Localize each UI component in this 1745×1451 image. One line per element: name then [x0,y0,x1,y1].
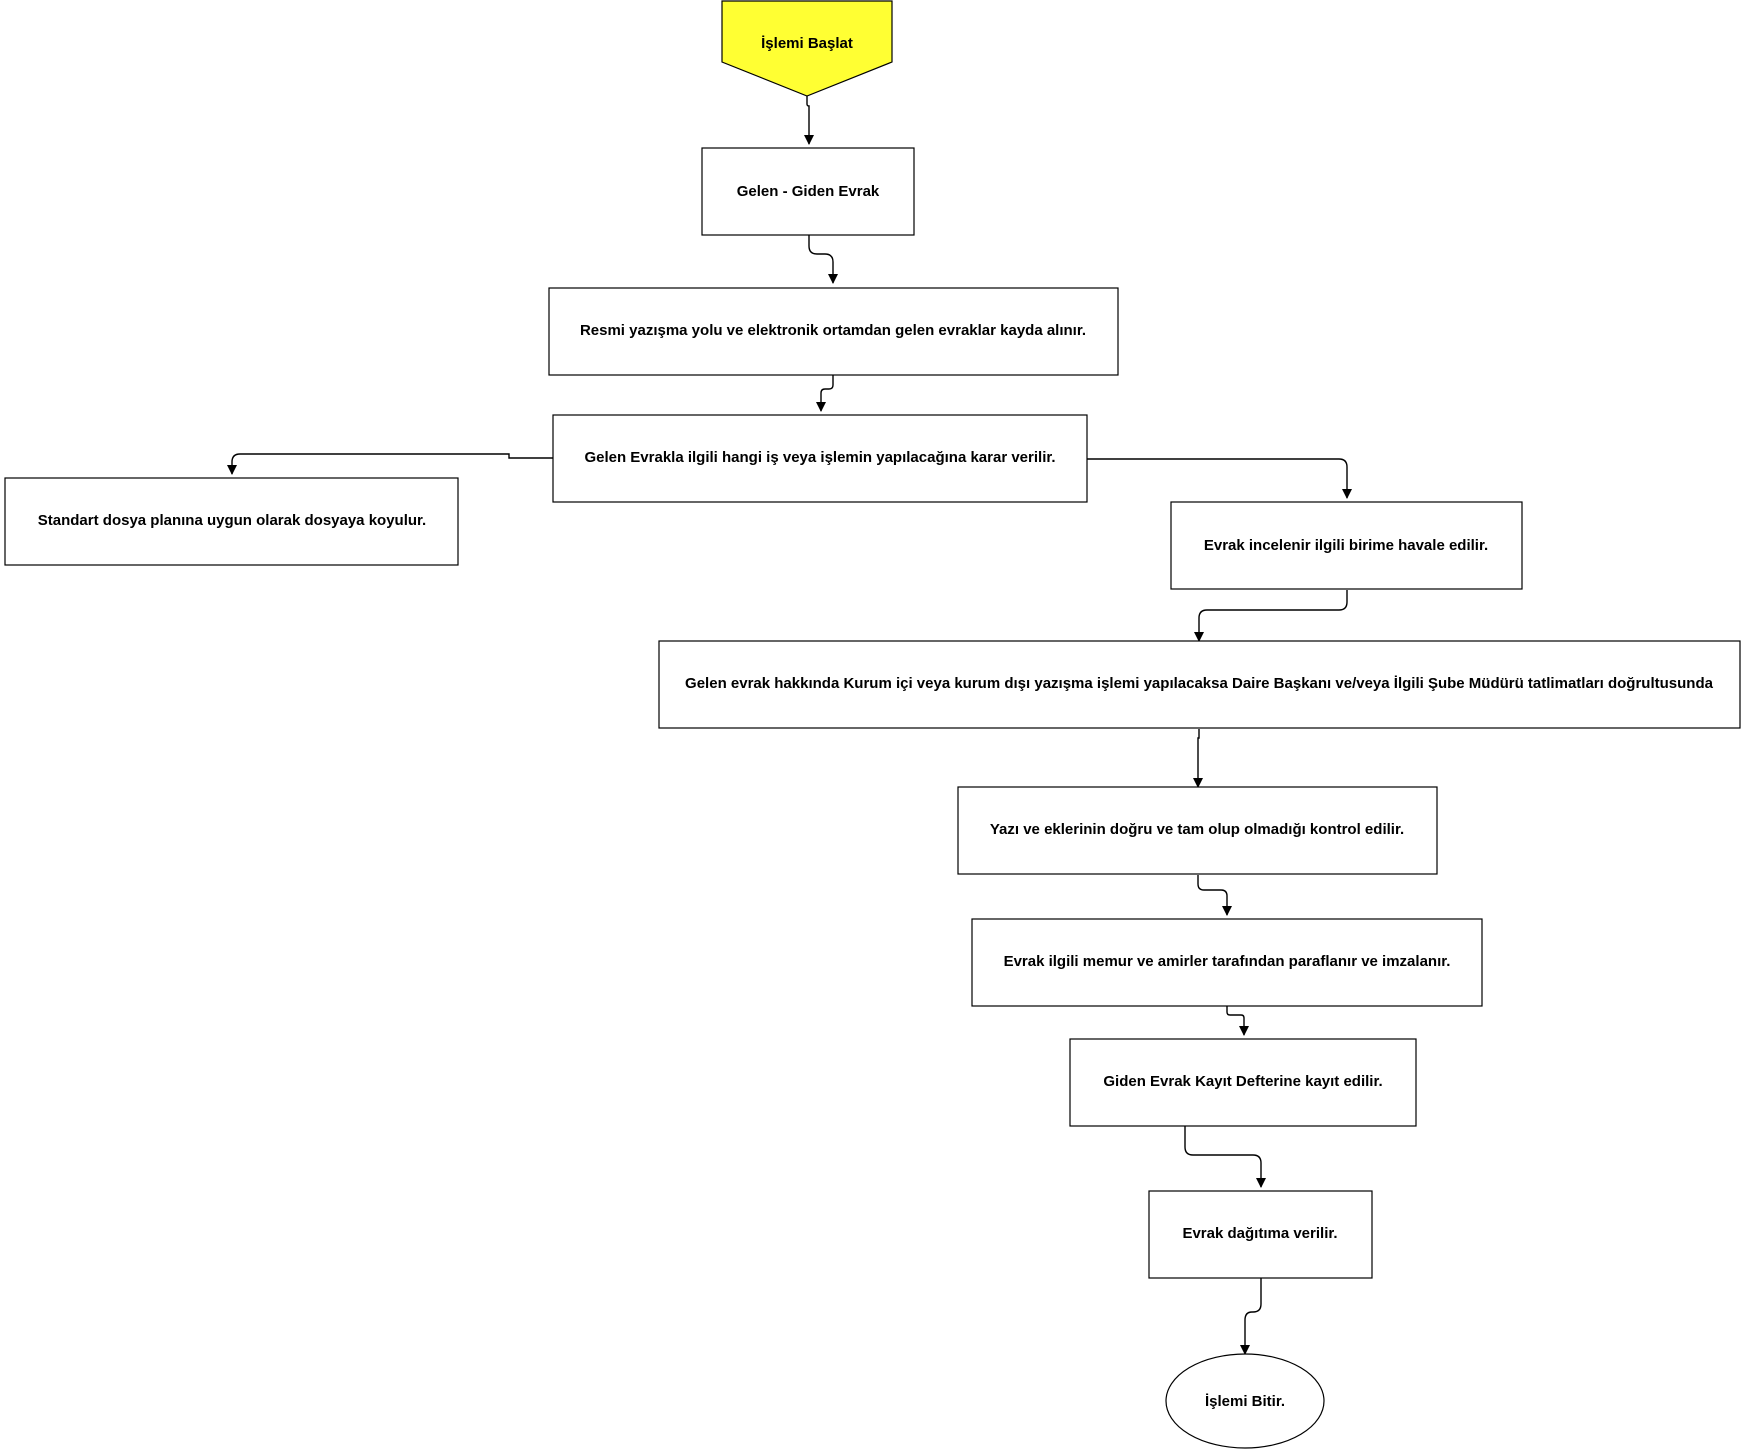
process-box [658,640,1741,729]
process-label: Gelen evrak hakkında Kurum içi veya kuru… [685,675,1714,692]
process-kayda-alinir[interactable]: Resmi yazışma yolu ve elektronik ortamda… [548,287,1119,376]
process-label: Gelen Evrakla ilgili hangi iş veya işlem… [584,449,1055,466]
connector-dagitim-to-end [1240,1278,1262,1355]
start-node[interactable]: İşlemi Başlat [721,0,893,97]
process-box [548,287,1119,376]
process-label: Yazı ve eklerinin doğru ve tam olup olma… [990,821,1404,838]
process-label: Evrak incelenir ilgili birime havale edi… [1204,537,1488,554]
connector-kontrol-to-paraf [1197,875,1232,916]
process-label: Resmi yazışma yolu ve elektronik ortamda… [580,322,1086,339]
process-gelen-giden[interactable]: Gelen - Giden Evrak [701,147,915,236]
process-kontrol[interactable]: Yazı ve eklerinin doğru ve tam olup olma… [957,786,1438,875]
process-giden-kayit[interactable]: Giden Evrak Kayıt Defterine kayıt edilir… [1069,1038,1417,1127]
end-shape [1165,1353,1325,1449]
process-box [1170,501,1523,590]
process-label: Gelen - Giden Evrak [737,183,880,200]
process-dosyaya[interactable]: Standart dosya planına uygun olarak dosy… [4,477,459,566]
connector-start-to-gelen-giden [804,96,814,145]
process-karar[interactable]: Gelen Evrakla ilgili hangi iş veya işlem… [552,414,1088,503]
connector-paraf-to-giden-kayit [1226,1006,1249,1036]
process-label: Giden Evrak Kayıt Defterine kayıt edilir… [1103,1073,1382,1090]
process-box [701,147,915,236]
connector-havale-to-yazisma [1194,590,1348,642]
connector-karar-to-havale [1087,458,1352,499]
end-node[interactable]: İşlemi Bitir. [1165,1353,1325,1449]
process-havale[interactable]: Evrak incelenir ilgili birime havale edi… [1170,501,1523,590]
process-box [957,786,1438,875]
process-box [4,477,459,566]
connector-kayda-to-karar [816,375,834,412]
connector-giden-kayit-to-dagitim [1184,1126,1266,1188]
process-box [1069,1038,1417,1127]
connector-yazisma-to-kontrol [1193,729,1203,788]
process-box [552,414,1088,503]
connector-karar-to-dosyaya [227,453,553,475]
start-shape [721,0,893,97]
process-label: Evrak dağıtıma verilir. [1182,1225,1337,1242]
process-label: Evrak ilgili memur ve amirler tarafından… [1004,953,1451,970]
process-box [971,918,1483,1007]
process-yazisma[interactable]: Gelen evrak hakkında Kurum içi veya kuru… [658,640,1741,729]
connectors [227,96,1352,1355]
process-dagitim[interactable]: Evrak dağıtıma verilir. [1148,1190,1373,1279]
connector-gelen-giden-to-kayda [808,235,838,284]
end-label: İşlemi Bitir. [1205,1393,1285,1410]
process-paraf[interactable]: Evrak ilgili memur ve amirler tarafından… [971,918,1483,1007]
start-label: İşlemi Başlat [761,35,853,52]
process-box [1148,1190,1373,1279]
process-label: Standart dosya planına uygun olarak dosy… [38,512,426,529]
